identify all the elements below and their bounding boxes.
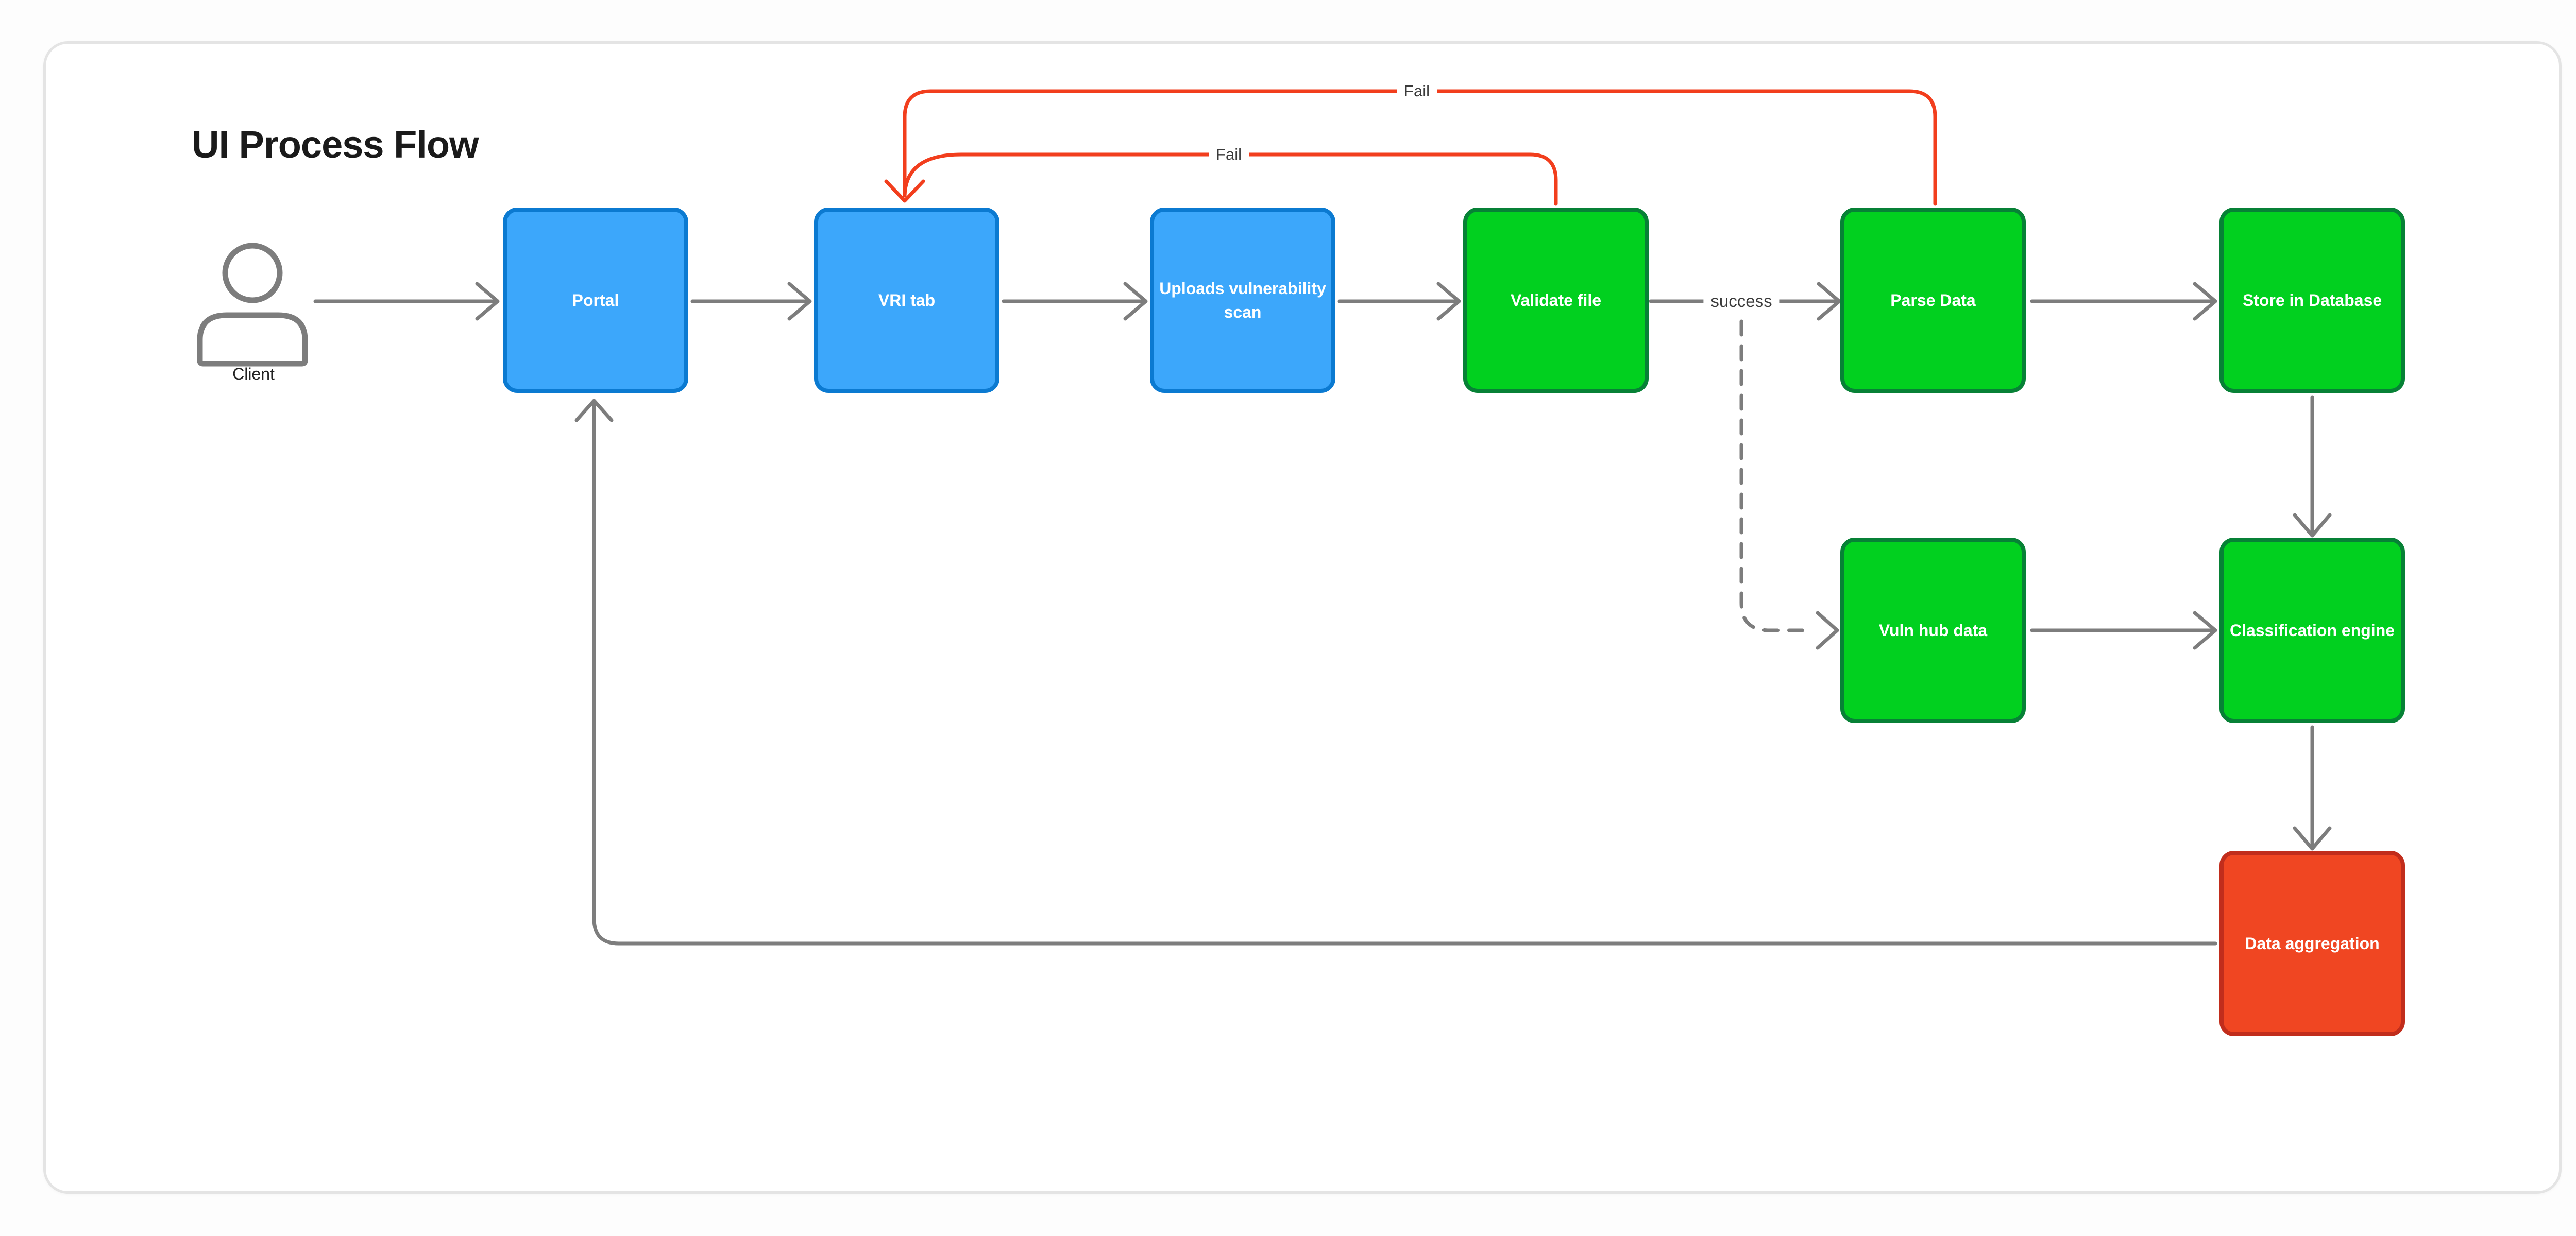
node-vuln-hub-data[interactable]: Vuln hub data	[1840, 538, 2026, 723]
node-uploads-scan[interactable]: Uploads vulnerability scan	[1150, 208, 1335, 393]
node-portal[interactable]: Portal	[503, 208, 688, 393]
node-label: Uploads vulnerability scan	[1159, 279, 1326, 321]
node-label: Parse Data	[1890, 290, 1976, 310]
node-classification-engine[interactable]: Classification engine	[2219, 538, 2405, 723]
node-label: VRI tab	[878, 290, 936, 310]
node-parse-data[interactable]: Parse Data	[1840, 208, 2026, 393]
client-person-icon	[197, 243, 308, 367]
node-label: Portal	[572, 290, 619, 310]
node-validate-file[interactable]: Validate file	[1463, 208, 1649, 393]
node-label: Store in Database	[2242, 290, 2382, 310]
edge-label-fail-top: Fail	[1397, 80, 1437, 102]
node-label: Validate file	[1510, 290, 1602, 310]
client-label: Client	[232, 365, 275, 383]
edge-label-fail-mid: Fail	[1209, 143, 1249, 166]
node-store-database[interactable]: Store in Database	[2219, 208, 2405, 393]
node-label: Classification engine	[2229, 621, 2395, 640]
node-label: Vuln hub data	[1878, 621, 1988, 640]
node-vri-tab[interactable]: VRI tab	[814, 208, 999, 393]
diagram-title: UI Process Flow	[192, 123, 479, 166]
edge-label-success: success	[1703, 289, 1780, 313]
node-label: Data aggregation	[2245, 934, 2380, 953]
node-data-aggregation[interactable]: Data aggregation	[2219, 851, 2405, 1036]
